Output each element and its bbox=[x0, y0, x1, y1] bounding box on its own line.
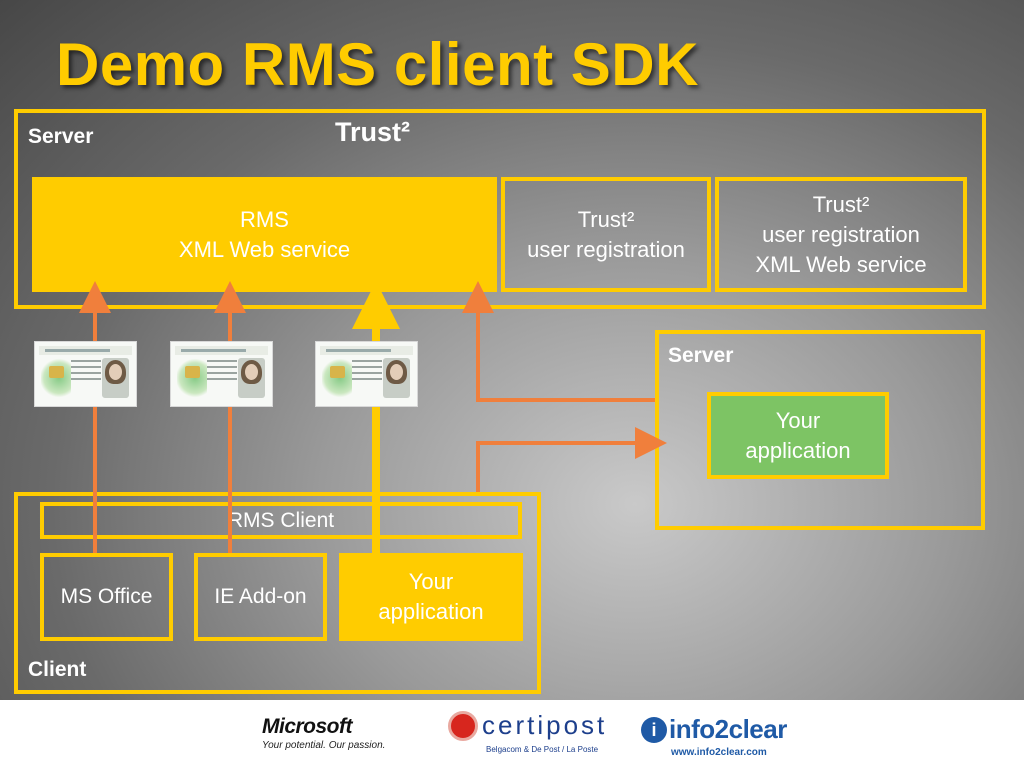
client-your-application-box: Your application bbox=[339, 553, 523, 641]
trust-user-registration-box: Trust² user registration bbox=[501, 177, 711, 292]
eid-card-1 bbox=[34, 341, 137, 407]
info2clear-logo: i info2clear www.info2clear.com bbox=[641, 714, 787, 758]
app-server-label: Server bbox=[668, 344, 734, 367]
card-photo bbox=[238, 358, 265, 398]
client-label: Client bbox=[28, 658, 87, 681]
card-header-band bbox=[320, 346, 413, 355]
trust-server-heading: Trust² bbox=[335, 117, 411, 147]
rms-web-service-box: RMS XML Web service bbox=[32, 177, 497, 292]
trust-server-frame bbox=[14, 109, 986, 309]
card-header-band bbox=[175, 346, 268, 355]
rms-service-line1: RMS bbox=[240, 206, 289, 232]
client-to-server-app-arrow bbox=[476, 427, 667, 492]
client-app-line2: application bbox=[378, 599, 484, 624]
trust-registration-line1: Trust² bbox=[577, 206, 635, 232]
microsoft-logo-text: Microsoft bbox=[262, 715, 353, 738]
card-photo bbox=[383, 358, 410, 398]
ie-addon-box: IE Add-on bbox=[194, 553, 327, 641]
trust-registration-ws-line2: user registration bbox=[762, 221, 920, 247]
certipost-tagline: Belgacom & De Post / La Poste bbox=[486, 745, 599, 754]
eid-card-3 bbox=[315, 341, 418, 407]
microsoft-tagline: Your potential. Our passion. bbox=[262, 740, 386, 751]
microsoft-logo: Microsoft Your potential. Our passion. bbox=[262, 715, 385, 751]
card-chip-icon bbox=[330, 366, 345, 378]
trust-registration-line2: user registration bbox=[527, 236, 685, 262]
trust-registration-web-service-box: Trust² user registration XML Web service bbox=[715, 177, 967, 292]
flow-arrows bbox=[79, 281, 667, 553]
server-app-to-rms-arrow bbox=[462, 281, 655, 402]
rms-client-box: RMS Client bbox=[40, 502, 522, 539]
card-header-band bbox=[39, 346, 132, 355]
card-chip-icon bbox=[49, 366, 64, 378]
info2clear-i-icon: i bbox=[641, 716, 667, 743]
trust-registration-ws-line1: Trust² bbox=[812, 191, 870, 217]
client-app-line1: Your bbox=[408, 569, 454, 594]
footer-logo-bar: Microsoft Your potential. Our passion. c… bbox=[0, 700, 1024, 768]
ms-office-box: MS Office bbox=[40, 553, 173, 641]
info2clear-logo-text: info2clear bbox=[669, 714, 787, 744]
info2clear-url[interactable]: www.info2clear.com bbox=[671, 747, 767, 758]
ie-addon-label: IE Add-on bbox=[214, 585, 307, 608]
slide-title: Demo RMS client SDK bbox=[56, 31, 699, 98]
server-app-line1: Your bbox=[775, 407, 821, 433]
certipost-c-icon bbox=[448, 710, 478, 741]
trust-server-label: Server bbox=[28, 125, 94, 148]
slide-background: Demo RMS client SDK Server Trust² RMS XM… bbox=[0, 0, 1024, 700]
trust-registration-ws-line3: XML Web service bbox=[755, 251, 927, 277]
rms-service-line2: XML Web service bbox=[178, 236, 351, 262]
server-app-line2: application bbox=[745, 437, 851, 463]
card-photo bbox=[102, 358, 129, 398]
certipost-logo: certipost Belgacom & De Post / La Poste bbox=[448, 710, 607, 754]
certipost-logo-text: certipost bbox=[482, 710, 608, 740]
rms-client-label: RMS Client bbox=[227, 508, 335, 532]
eid-card-2 bbox=[170, 341, 273, 407]
client-frame bbox=[14, 492, 541, 694]
server-your-application-box: Your application bbox=[707, 392, 889, 479]
ms-office-label: MS Office bbox=[60, 585, 153, 608]
card-chip-icon bbox=[185, 366, 200, 378]
